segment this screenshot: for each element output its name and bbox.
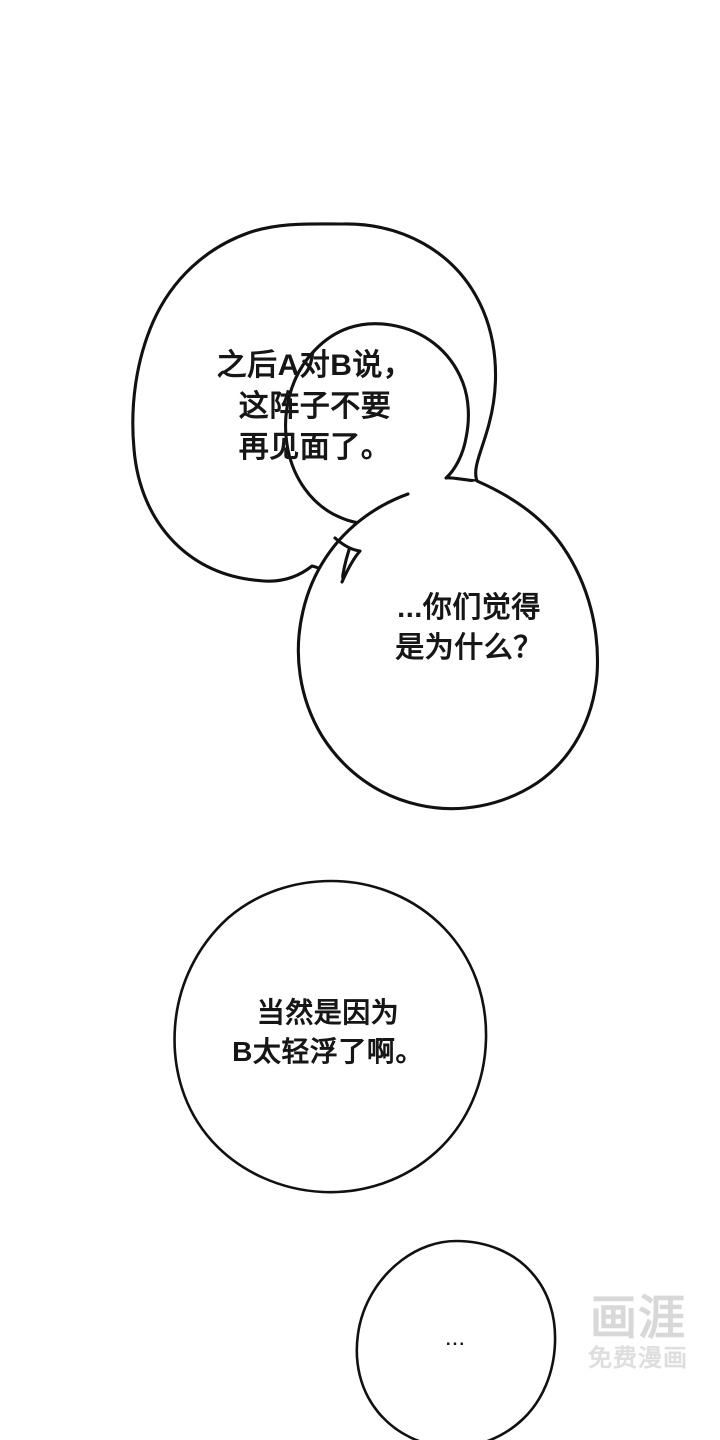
bubble-3-outline (173, 879, 488, 1194)
bubble-4-text: ... (445, 1330, 467, 1349)
bubble-3-text: 当然是因为 B太轻浮了啊。 (232, 997, 424, 1067)
bubble-2-outline (296, 479, 600, 811)
bubble-4-outline (355, 1239, 557, 1440)
bubble-1-and-2-outline (131, 222, 498, 584)
watermark-tagline-text: 免费漫画 (588, 1345, 688, 1372)
watermark-brand-text: 画涯 (590, 1291, 686, 1344)
watermark: 画涯 免费漫画 (562, 1292, 714, 1374)
bubble-2-text: ...你们觉得 是为什么？ (395, 592, 543, 664)
bubble-1-text: 之后A对B说， 这阵子不要 再见面了。 (216, 349, 414, 464)
